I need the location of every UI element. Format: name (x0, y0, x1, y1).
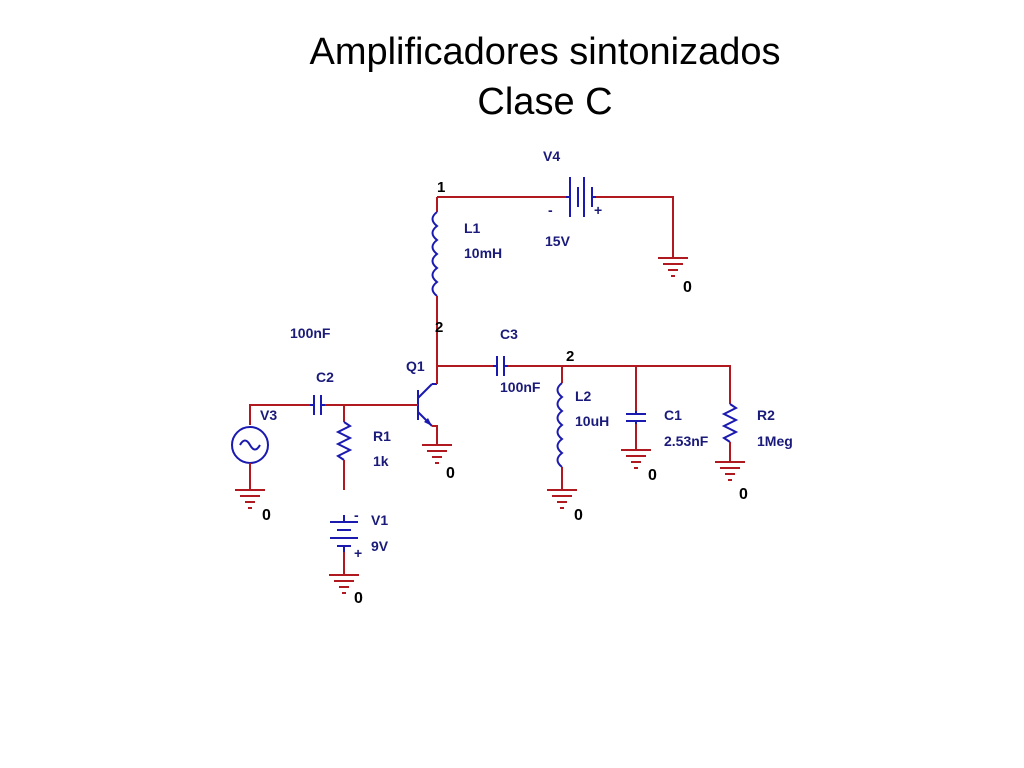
ground-label-v1: 0 (354, 590, 363, 607)
q1-name: Q1 (406, 358, 425, 374)
c2-value: 100nF (290, 325, 331, 341)
ground-label-v4: 0 (683, 279, 692, 296)
r2-value: 1Meg (757, 433, 793, 449)
l1-value: 10mH (464, 245, 502, 261)
svg-text:+: + (594, 202, 602, 218)
ground-symbol-v4 (658, 257, 688, 277)
v3-name: V3 (260, 407, 277, 423)
node-label-2-collector: 2 (435, 319, 443, 336)
c1-value: 2.53nF (664, 433, 709, 449)
v1-name: V1 (371, 512, 388, 528)
v1-battery-symbol: - + (330, 507, 362, 561)
wire-v3-to-c2 (249, 404, 310, 425)
svg-text:+: + (354, 545, 362, 561)
wire-emitter (432, 425, 438, 445)
l1-name: L1 (464, 220, 481, 236)
c2-capacitor-symbol (310, 395, 325, 415)
l2-name: L2 (575, 388, 592, 404)
slide-title-line2: Clase C (477, 81, 613, 123)
ground-symbol-l2 (547, 489, 577, 509)
ground-symbol-c1 (621, 449, 651, 469)
v4-name: V4 (543, 148, 560, 164)
r2-name: R2 (757, 407, 775, 423)
ground-symbol-v1 (329, 574, 359, 594)
q1-transistor-symbol (417, 383, 437, 427)
c1-name: C1 (664, 407, 682, 423)
c3-capacitor-symbol (493, 356, 508, 376)
ground-label-c1: 0 (648, 467, 657, 484)
ground-label-q1: 0 (446, 465, 455, 482)
ground-symbol-r2 (715, 461, 745, 481)
wire-top-rail (436, 196, 674, 258)
r1-value: 1k (373, 453, 389, 469)
ground-symbol-q1 (422, 444, 452, 464)
v1-value: 9V (371, 538, 389, 554)
node-label-2-tank: 2 (566, 348, 574, 365)
r1-name: R1 (373, 428, 391, 444)
wire-tank-rail (508, 365, 731, 404)
node-label-1: 1 (437, 179, 445, 196)
r2-resistor-symbol (721, 403, 739, 443)
ground-label-v3: 0 (262, 507, 271, 524)
c1-capacitor-symbol (626, 411, 646, 424)
svg-text:-: - (354, 507, 359, 523)
v4-battery-symbol: - + (548, 177, 602, 218)
ground-symbol-v3 (235, 489, 265, 509)
svg-text:-: - (548, 202, 553, 218)
l2-inductor-symbol (556, 382, 564, 468)
c3-value: 100nF (500, 379, 541, 395)
ground-label-r2: 0 (739, 486, 748, 503)
v3-source-symbol (231, 426, 269, 464)
c2-name: C2 (316, 369, 334, 385)
c3-name: C3 (500, 326, 518, 342)
l2-value: 10uH (575, 413, 609, 429)
r1-resistor-symbol (335, 421, 353, 461)
l1-inductor-symbol (431, 211, 439, 297)
slide-title-line1: Amplificadores sintonizados (309, 31, 781, 73)
ground-label-l2: 0 (574, 507, 583, 524)
v4-value: 15V (545, 233, 571, 249)
